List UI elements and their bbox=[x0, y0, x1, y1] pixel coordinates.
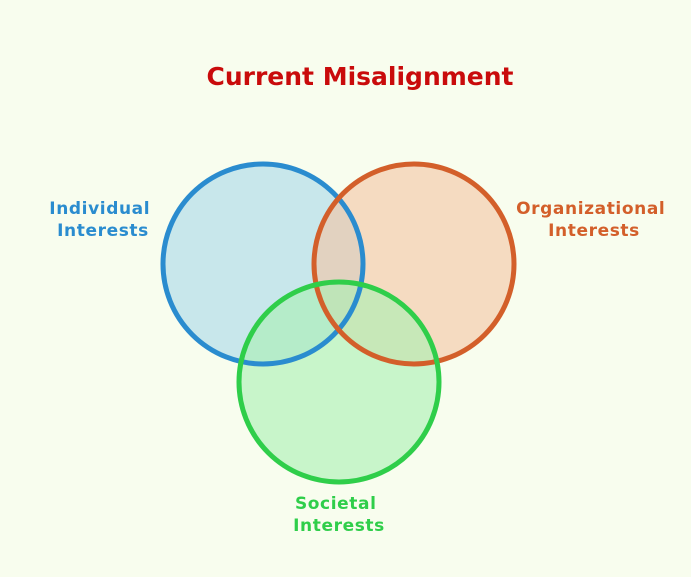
individual-interests-label-line1: Individual bbox=[49, 199, 150, 219]
societal-interests-label: Societal Interests bbox=[293, 494, 385, 536]
organizational-interests-label-line2: Interests bbox=[548, 221, 640, 241]
diagram-title: Current Misalignment bbox=[207, 62, 514, 91]
societal-interests-circle bbox=[239, 282, 439, 482]
individual-interests-label-line2: Interests bbox=[57, 221, 149, 241]
venn-circles bbox=[163, 164, 514, 482]
organizational-interests-label-line1: Organizational bbox=[516, 199, 665, 219]
societal-interests-label-line1: Societal bbox=[295, 494, 377, 514]
societal-interests-outline bbox=[236, 279, 442, 485]
individual-interests-outline bbox=[160, 161, 366, 367]
individual-interests-label: Individual Interests bbox=[49, 199, 156, 241]
societal-interests-label-line2: Interests bbox=[293, 516, 385, 536]
organizational-interests-outline bbox=[311, 161, 517, 367]
venn-circle-outlines bbox=[160, 161, 517, 485]
organizational-interests-label: Organizational Interests bbox=[516, 199, 672, 241]
